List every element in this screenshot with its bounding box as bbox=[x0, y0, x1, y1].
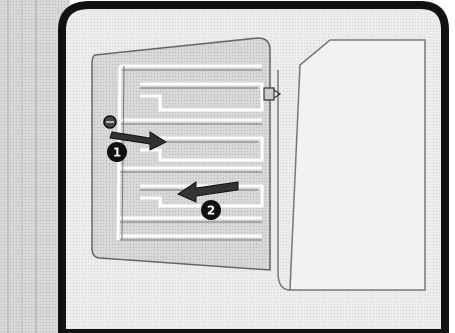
side-rail-panel bbox=[91, 37, 271, 271]
clip-icon bbox=[263, 87, 282, 101]
callout-1: 1 bbox=[107, 142, 127, 162]
arrow-right-icon bbox=[109, 131, 168, 151]
arrow-left-icon bbox=[176, 181, 239, 203]
screw-icon bbox=[103, 115, 117, 129]
callout-1-number: 1 bbox=[113, 146, 121, 160]
back-wall bbox=[289, 39, 426, 291]
rack-rails bbox=[120, 64, 264, 241]
callout-2-number: 2 bbox=[207, 204, 215, 218]
callout-2: 2 bbox=[201, 200, 221, 220]
